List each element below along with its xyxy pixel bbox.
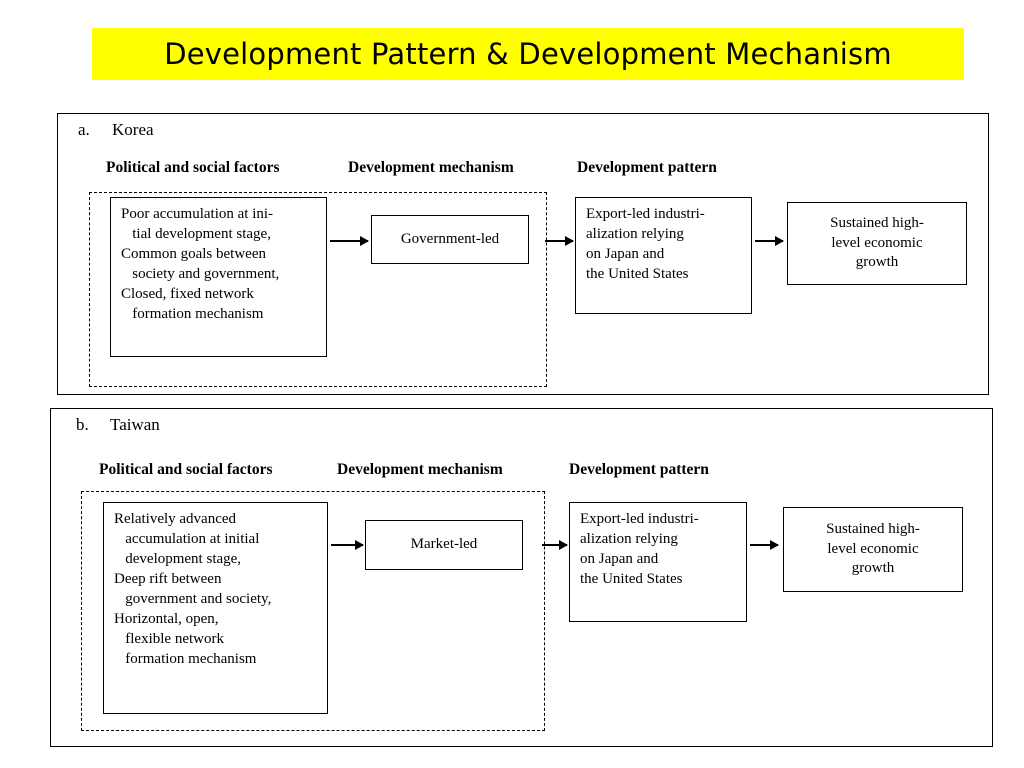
panel-korea-label: a. Korea	[78, 120, 154, 140]
panel-taiwan: b. Taiwan Political and social factors De…	[50, 408, 993, 747]
korea-dashed-group	[89, 192, 547, 387]
panel-taiwan-label: b. Taiwan	[76, 415, 160, 435]
korea-header-development-pattern: Development pattern	[577, 159, 717, 176]
korea-pattern-line-1: Export-led industri-	[586, 206, 705, 222]
slide-title-banner: Development Pattern & Development Mechan…	[92, 28, 964, 80]
taiwan-factors-line-2: accumulation at initial	[114, 530, 260, 547]
taiwan-factors-line-4: Deep rift between	[114, 570, 222, 587]
page-title: Development Pattern & Development Mechan…	[164, 37, 892, 71]
taiwan-factors-box[interactable]: Relatively advanced accumulation at init…	[103, 502, 328, 714]
taiwan-arrow-mechanism-to-pattern	[542, 540, 568, 550]
korea-mechanism-box[interactable]: Government-led	[371, 215, 529, 264]
taiwan-factors-line-7: flexible network	[114, 630, 224, 647]
korea-factors-line-3: Common goals between	[121, 245, 266, 262]
korea-result-box[interactable]: Sustained high- level economic growth	[787, 202, 967, 285]
taiwan-result-line-2: level economic	[827, 540, 919, 557]
korea-factors-line-5: Closed, fixed network	[121, 285, 254, 302]
panel-korea: a. Korea Political and social factors Dev…	[57, 113, 989, 395]
taiwan-factors-line-1: Relatively advanced	[114, 511, 237, 527]
korea-factors-line-6: formation mechanism	[121, 305, 264, 322]
taiwan-pattern-line-3: on Japan and	[580, 550, 659, 567]
korea-pattern-line-4: the United States	[586, 265, 689, 282]
korea-factors-line-2: tial development stage,	[121, 225, 271, 242]
panel-taiwan-name: Taiwan	[110, 415, 160, 434]
panel-korea-name: Korea	[112, 120, 154, 139]
taiwan-result-line-1: Sustained high-	[826, 520, 920, 537]
korea-header-development-mechanism: Development mechanism	[348, 159, 514, 176]
taiwan-factors-line-3: development stage,	[114, 550, 242, 567]
taiwan-arrow-factors-to-mechanism	[331, 540, 364, 550]
taiwan-result-line-3: growth	[851, 560, 895, 577]
korea-pattern-line-3: on Japan and	[586, 245, 665, 262]
korea-factors-box[interactable]: Poor accumulation at ini- tial developme…	[110, 197, 327, 357]
taiwan-header-development-pattern: Development pattern	[569, 461, 709, 478]
taiwan-pattern-line-4: the United States	[580, 570, 683, 587]
taiwan-dashed-group	[81, 491, 545, 731]
panel-korea-letter: a.	[78, 120, 90, 139]
korea-factors-line-1: Poor accumulation at ini-	[121, 206, 274, 222]
korea-header-political-social-factors: Political and social factors	[106, 159, 280, 176]
taiwan-arrow-pattern-to-result	[750, 540, 779, 550]
korea-result-line-3: growth	[855, 254, 899, 271]
taiwan-pattern-box[interactable]: Export-led industri- alization relying o…	[569, 502, 747, 622]
taiwan-pattern-line-2: alization relying	[580, 530, 678, 547]
korea-factors-line-4: society and government,	[121, 265, 280, 282]
korea-arrow-mechanism-to-pattern	[545, 236, 574, 246]
taiwan-factors-line-8: formation mechanism	[114, 650, 257, 667]
taiwan-mechanism-label: Market-led	[410, 536, 478, 553]
korea-mechanism-label: Government-led	[400, 230, 500, 247]
korea-arrow-factors-to-mechanism	[330, 236, 369, 246]
taiwan-factors-line-6: Horizontal, open,	[114, 610, 219, 627]
taiwan-result-box[interactable]: Sustained high- level economic growth	[783, 507, 963, 592]
taiwan-pattern-line-1: Export-led industri-	[580, 511, 699, 527]
taiwan-header-development-mechanism: Development mechanism	[337, 461, 503, 478]
taiwan-factors-line-5: government and society,	[114, 590, 272, 607]
panel-taiwan-letter: b.	[76, 415, 89, 434]
korea-arrow-pattern-to-result	[755, 236, 784, 246]
korea-result-line-1: Sustained high-	[830, 214, 924, 231]
korea-pattern-line-2: alization relying	[586, 225, 684, 242]
taiwan-header-political-social-factors: Political and social factors	[99, 461, 273, 478]
korea-result-line-2: level economic	[831, 234, 923, 251]
taiwan-mechanism-box[interactable]: Market-led	[365, 520, 523, 570]
korea-pattern-box[interactable]: Export-led industri- alization relying o…	[575, 197, 752, 314]
